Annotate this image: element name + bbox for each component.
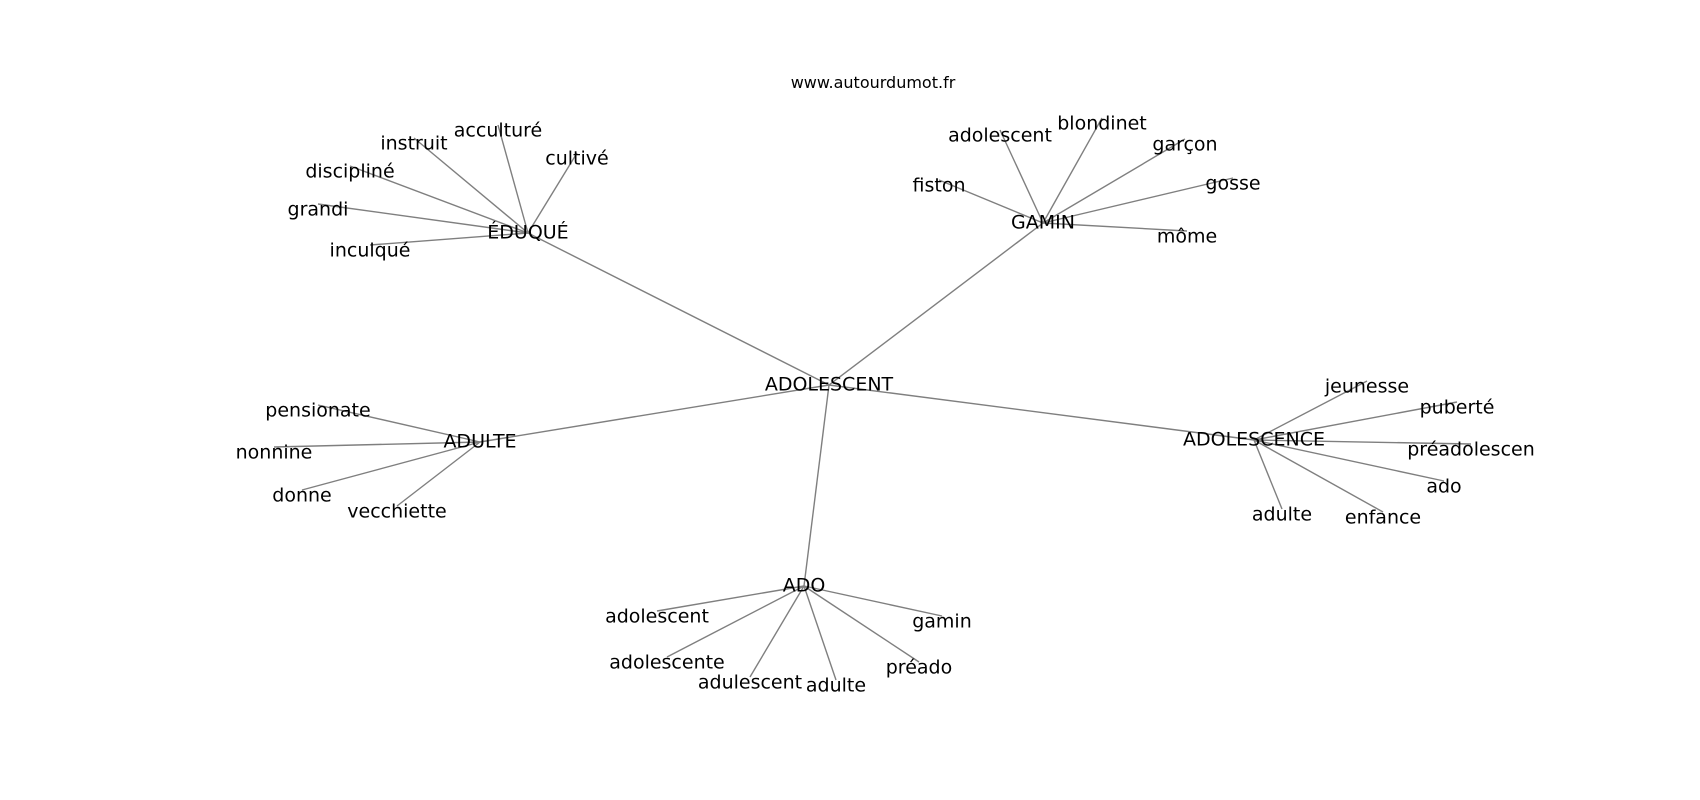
leaf-node-eduque-3: discipliné: [305, 161, 394, 183]
edge-adolescence-leaf-0: [1253, 380, 1368, 441]
edge-adolescence-leaf-5: [1253, 439, 1384, 513]
edge-root-ado: [803, 384, 830, 587]
leaf-node-gamin-4: fiston: [913, 175, 966, 197]
edge-root-adulte: [479, 384, 830, 443]
leaf-node-gamin-5: môme: [1157, 226, 1217, 248]
edge-adulte-leaf-0: [317, 404, 481, 443]
leaf-node-adolescence-4: adulte: [1252, 504, 1312, 526]
edge-gamin-leaf-5: [1042, 222, 1188, 232]
edge-eduque-leaf-2: [527, 152, 578, 234]
leaf-node-adolescence-1: puberté: [1420, 397, 1495, 419]
edge-adolescence-leaf-3: [1253, 439, 1445, 482]
leaf-node-gamin-1: blondinet: [1057, 113, 1147, 135]
edge-gamin-leaf-0: [999, 129, 1044, 224]
edge-ado-leaf-5: [803, 585, 837, 681]
leaf-node-adulte-1: nonnine: [236, 442, 313, 464]
leaf-node-eduque-2: cultivé: [545, 148, 608, 170]
leaf-node-adulte-3: vecchiette: [347, 501, 446, 523]
hub-node-adolescence: ADOLESCENCE: [1183, 429, 1325, 451]
leaf-node-adulte-0: pensionate: [265, 400, 370, 422]
leaf-node-eduque-5: inculqué: [330, 240, 411, 262]
leaf-node-adolescence-3: ado: [1426, 476, 1461, 498]
site-url: www.autourdumot.fr: [791, 73, 956, 92]
edge-adolescence-leaf-4: [1253, 439, 1283, 510]
edge-root-eduque: [527, 232, 830, 386]
edge-adulte-leaf-3: [396, 441, 481, 507]
graph-nodes: ADOLESCENT ÉDUQUÉ instruit acculturécultivé…: [236, 113, 1535, 697]
edge-gamin-leaf-4: [938, 179, 1044, 224]
edge-eduque-leaf-4: [317, 203, 529, 234]
edge-gamin-leaf-1: [1042, 117, 1103, 224]
leaf-node-ado-4: adulescent: [698, 672, 802, 694]
leaf-node-gamin-3: gosse: [1205, 173, 1260, 195]
edge-ado-leaf-4: [749, 585, 805, 678]
root-node: ADOLESCENT: [765, 374, 894, 396]
edge-gamin-leaf-2: [1042, 138, 1186, 224]
graph-edges: [273, 117, 1472, 681]
edge-root-adolescence: [828, 384, 1255, 441]
leaf-node-adolescence-5: enfance: [1345, 507, 1421, 529]
edge-root-gamin: [828, 222, 1044, 386]
leaf-node-gamin-2: garçon: [1152, 134, 1217, 156]
edge-ado-leaf-2: [666, 585, 805, 658]
edge-gamin-leaf-3: [1042, 177, 1234, 224]
leaf-node-eduque-1: acculturé: [454, 120, 542, 142]
edge-adolescence-leaf-1: [1253, 401, 1458, 441]
leaf-node-eduque-4: grandi: [288, 199, 349, 221]
edge-ado-leaf-1: [803, 585, 943, 617]
edge-adulte-leaf-1: [273, 441, 481, 448]
leaf-node-eduque-0: instruit: [380, 133, 447, 155]
leaf-node-adulte-2: donne: [272, 485, 331, 507]
leaf-node-ado-3: préado: [886, 657, 952, 679]
edge-eduque-leaf-0: [413, 137, 529, 234]
leaf-node-ado-1: gamin: [912, 611, 972, 633]
edge-eduque-leaf-5: [369, 232, 529, 246]
edge-ado-leaf-3: [803, 585, 920, 663]
leaf-node-ado-0: adolescent: [605, 606, 709, 628]
edge-adulte-leaf-2: [301, 441, 481, 491]
edge-adolescence-leaf-2: [1253, 439, 1472, 445]
edge-eduque-leaf-3: [349, 165, 529, 234]
leaf-node-ado-2: adolescente: [609, 652, 725, 674]
hub-node-adulte: ADULTE: [443, 431, 516, 453]
edge-ado-leaf-0: [656, 585, 805, 612]
hub-node-eduque: ÉDUQUÉ: [487, 221, 568, 244]
leaf-node-adolescence-2: préadolescen: [1407, 439, 1535, 461]
hub-node-gamin: GAMIN: [1011, 212, 1075, 234]
edge-eduque-leaf-1: [497, 124, 529, 234]
leaf-node-gamin-0: adolescent: [948, 125, 1052, 147]
leaf-node-ado-5: adulte: [806, 675, 866, 697]
hub-node-ado: ADO: [783, 575, 826, 597]
leaf-node-adolescence-0: jeunesse: [1324, 376, 1409, 398]
